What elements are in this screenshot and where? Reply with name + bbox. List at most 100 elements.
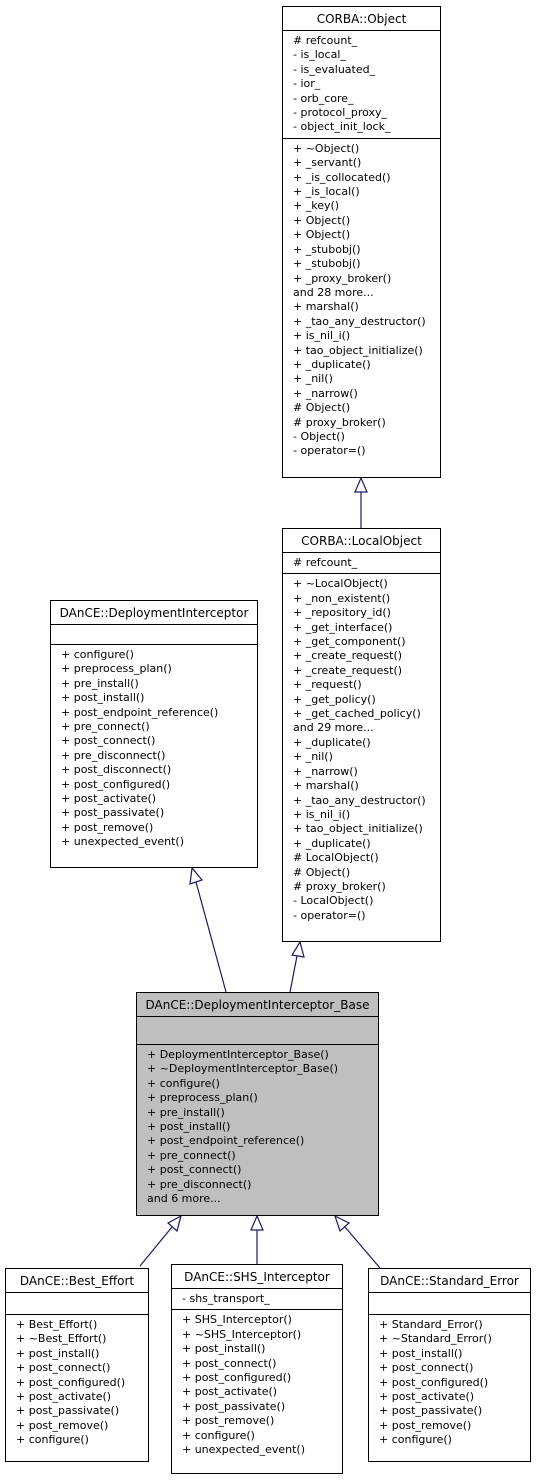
- method-item: + _create_request(): [293, 663, 403, 677]
- method-item: # Object(): [293, 401, 351, 415]
- class-deployment-interceptor[interactable]: DAnCE::DeploymentInterceptor + configure…: [50, 600, 258, 868]
- method-item: + ~Best_Effort(): [16, 1332, 107, 1346]
- method-item: + post_remove(): [379, 1418, 472, 1432]
- method-item: + _duplicate(): [293, 357, 371, 371]
- method-item: + _is_collocated(): [293, 170, 391, 184]
- method-item: + post_connect(): [379, 1361, 474, 1375]
- method-item: + _duplicate(): [293, 735, 371, 749]
- method-item: + _nil(): [293, 372, 333, 386]
- method-item: + Object(): [293, 228, 351, 242]
- method-item: + pre_install(): [61, 676, 139, 690]
- method-item: + configure(): [16, 1433, 89, 1447]
- method-item: + configure(): [147, 1076, 220, 1090]
- method-item: + post_endpoint_reference(): [61, 705, 219, 719]
- method-item: + configure(): [182, 1428, 255, 1442]
- attribute-item: - shs_transport_: [182, 1292, 270, 1305]
- methods-section: + Best_Effort()+ ~Best_Effort()+ post_in…: [6, 1315, 148, 1451]
- method-item: + Best_Effort(): [16, 1318, 98, 1331]
- method-item: + pre_connect(): [61, 720, 150, 734]
- method-item: + post_connect(): [16, 1361, 111, 1375]
- method-item: + post_configured(): [16, 1375, 126, 1389]
- class-corba-object[interactable]: CORBA::Object # refcount_- is_local_- is…: [282, 6, 441, 478]
- methods-section: + Standard_Error()+ ~Standard_Error()+ p…: [369, 1315, 530, 1451]
- edge-base-to-deploymentinterceptor: [189, 866, 227, 993]
- method-item: + _stubobj(): [293, 242, 361, 256]
- method-item: - Object(): [293, 429, 345, 443]
- method-item: + _repository_id(): [293, 606, 391, 620]
- attributes-section: # refcount_: [283, 553, 440, 575]
- method-item: # Object(): [293, 865, 351, 879]
- method-item: + ~Standard_Error(): [379, 1332, 492, 1346]
- method-item: # proxy_broker(): [293, 879, 386, 893]
- method-item: + _create_request(): [293, 649, 403, 663]
- method-item: and 28 more...: [293, 285, 374, 299]
- method-item: + _narrow(): [293, 764, 358, 778]
- method-item: + _tao_any_destructor(): [293, 793, 426, 807]
- method-item: + post_activate(): [61, 792, 157, 806]
- attributes-section: - shs_transport_: [172, 1289, 342, 1311]
- method-item: + Object(): [293, 213, 351, 227]
- method-item: + pre_connect(): [147, 1148, 236, 1162]
- methods-section: + DeploymentInterceptor_Base()+ ~Deploym…: [137, 1045, 378, 1209]
- method-item: + _is_local(): [293, 185, 360, 199]
- methods-section: + ~Object()+ _servant()+ _is_collocated(…: [283, 139, 440, 462]
- attributes-section: # refcount_- is_local_- is_evaluated_- i…: [283, 31, 440, 139]
- method-item: # proxy_broker(): [293, 415, 386, 429]
- class-title: DAnCE::Best_Effort: [6, 1269, 148, 1293]
- method-item: + post_endpoint_reference(): [147, 1134, 305, 1148]
- class-standard-error[interactable]: DAnCE::Standard_Error + Standard_Error()…: [368, 1268, 531, 1462]
- method-item: + _get_cached_policy(): [293, 707, 421, 721]
- method-item: + post_remove(): [182, 1414, 275, 1428]
- method-item: + _stubobj(): [293, 257, 361, 271]
- method-item: + post_connect(): [147, 1163, 242, 1177]
- method-item: + tao_object_initialize(): [293, 343, 423, 357]
- method-item: + post_remove(): [61, 820, 154, 834]
- attribute-item: # refcount_: [293, 556, 358, 569]
- method-item: + configure(): [379, 1433, 452, 1447]
- class-title: DAnCE::DeploymentInterceptor_Base: [137, 993, 378, 1017]
- method-item: + marshal(): [293, 300, 359, 314]
- method-item: + _servant(): [293, 156, 362, 170]
- attributes-section: [6, 1293, 148, 1315]
- method-item: + _narrow(): [293, 386, 358, 400]
- class-corba-localobject[interactable]: CORBA::LocalObject # refcount_ + ~LocalO…: [282, 528, 441, 942]
- attributes-section: [51, 625, 257, 645]
- method-item: + post_install(): [147, 1120, 231, 1134]
- class-title: DAnCE::Standard_Error: [369, 1269, 530, 1293]
- method-item: + pre_disconnect(): [147, 1177, 252, 1191]
- attribute-item: - is_local_: [293, 48, 346, 62]
- method-item: + post_passivate(): [379, 1404, 483, 1418]
- class-deployment-interceptor-base[interactable]: DAnCE::DeploymentInterceptor_Base + Depl…: [136, 992, 379, 1216]
- method-item: and 6 more...: [147, 1192, 221, 1206]
- method-item: + unexpected_event(): [182, 1443, 306, 1457]
- edge-standarderror-to-base: [333, 1214, 381, 1269]
- methods-section: + configure()+ preprocess_plan()+ pre_in…: [51, 645, 257, 853]
- method-item: - operator=(): [293, 908, 366, 922]
- method-item: + unexpected_event(): [61, 835, 185, 849]
- method-item: + post_remove(): [16, 1418, 109, 1432]
- edge-shs-to-base: [250, 1214, 264, 1264]
- method-item: + _proxy_broker(): [293, 271, 392, 285]
- class-shs-interceptor[interactable]: DAnCE::SHS_Interceptor - shs_transport_ …: [171, 1264, 343, 1474]
- method-item: + ~DeploymentInterceptor_Base(): [147, 1062, 339, 1076]
- method-item: + _tao_any_destructor(): [293, 314, 426, 328]
- class-title: CORBA::LocalObject: [283, 529, 440, 553]
- method-item: + tao_object_initialize(): [293, 822, 423, 836]
- method-item: + post_install(): [379, 1346, 463, 1360]
- method-item: + post_configured(): [61, 777, 171, 791]
- method-item: and 29 more...: [293, 721, 374, 735]
- class-best-effort[interactable]: DAnCE::Best_Effort + Best_Effort()+ ~Bes…: [5, 1268, 149, 1462]
- method-item: + _get_policy(): [293, 692, 376, 706]
- attributes-section: [137, 1017, 378, 1045]
- method-item: + preprocess_plan(): [147, 1091, 258, 1105]
- edge-localobject-to-object: [354, 476, 368, 528]
- method-item: - LocalObject(): [293, 894, 374, 908]
- method-item: + post_passivate(): [182, 1399, 286, 1413]
- attribute-item: - orb_core_: [293, 91, 354, 105]
- method-item: + post_connect(): [61, 734, 156, 748]
- method-item: + ~Object(): [293, 141, 360, 155]
- method-item: + post_install(): [16, 1346, 100, 1360]
- method-item: + ~SHS_Interceptor(): [182, 1327, 302, 1341]
- methods-section: + SHS_Interceptor()+ ~SHS_Interceptor()+…: [172, 1310, 342, 1460]
